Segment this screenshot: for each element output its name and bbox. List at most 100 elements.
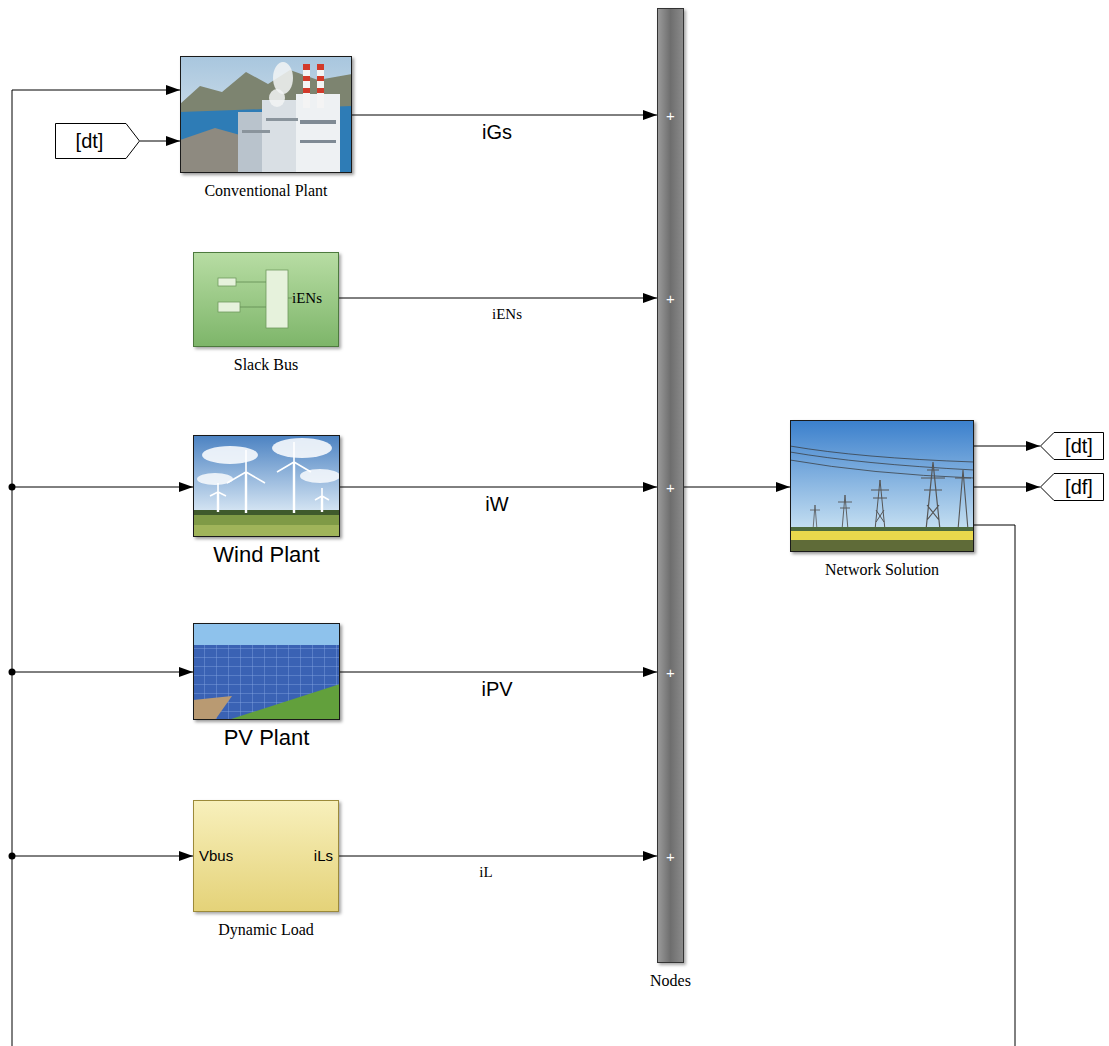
signal-line	[974, 487, 1040, 488]
port-sign: +	[658, 290, 683, 307]
slack-bus-fill	[218, 278, 236, 286]
feedback-wire	[974, 525, 1015, 1046]
block-caption: Nodes	[650, 972, 691, 990]
signal-line	[140, 141, 180, 142]
feedback-wire	[12, 672, 193, 673]
signal-line	[339, 856, 657, 857]
slack-bus-fill	[236, 282, 292, 307]
dynamic-load-fill	[193, 800, 339, 912]
slack-bus-fill	[266, 270, 288, 328]
signal-name: iGs	[482, 121, 512, 144]
pv-plant-picture	[193, 623, 340, 720]
transmission-line-picture	[790, 420, 974, 552]
power-plant-picture	[317, 64, 324, 70]
signal-line	[974, 446, 1040, 447]
port-sign: +	[658, 107, 683, 124]
block-caption: Wind Plant	[213, 542, 319, 567]
slack-bus-fill	[193, 252, 339, 347]
transmission-line-picture	[790, 531, 974, 540]
block-label: iENs	[292, 290, 322, 307]
signal-name: iL	[479, 864, 492, 881]
pv-plant-image-block: PV Plant	[193, 623, 340, 720]
power-plant-picture	[303, 64, 310, 108]
power-plant-picture	[180, 56, 352, 173]
wind-farm-picture	[193, 525, 340, 537]
power-plant-picture	[303, 88, 310, 93]
tag-outline	[56, 124, 140, 159]
feedback-wire	[12, 90, 1015, 1046]
transmission-line-picture	[790, 446, 974, 478]
power-plant-picture	[317, 64, 324, 108]
pv-plant-picture	[193, 696, 232, 720]
tag-outline	[1041, 433, 1104, 460]
feedback-wire	[12, 90, 180, 1046]
wind-plant-image-block: Wind Plant	[193, 435, 340, 537]
power-plant-picture	[317, 76, 324, 81]
block-caption: PV Plant	[224, 725, 310, 750]
network-solution-block: Network Solution	[790, 420, 974, 552]
signal-line	[339, 298, 657, 299]
block-caption: Conventional Plant	[204, 182, 327, 200]
feedback-wire	[12, 856, 193, 857]
transmission-line-picture	[921, 462, 945, 530]
power-plant-picture	[242, 130, 270, 133]
wind-farm-picture	[300, 469, 340, 483]
block-caption: Network Solution	[825, 561, 939, 579]
signal-name: iPV	[481, 678, 512, 701]
transmission-line-picture	[790, 420, 974, 530]
power-plant-picture	[266, 118, 298, 121]
wind-farm-picture	[193, 515, 340, 525]
wind-farm-picture	[202, 446, 258, 464]
wind-farm-picture	[210, 442, 329, 500]
power-plant-picture	[269, 89, 285, 107]
wind-farm-picture	[193, 435, 340, 537]
wire-junction	[9, 669, 16, 676]
plant-image-block: Conventional Plant	[180, 56, 352, 173]
transmission-line-picture	[838, 495, 852, 530]
sum-bus-bar: +++++Nodes	[657, 8, 684, 963]
from-tag: [dt]	[55, 123, 140, 159]
power-plant-picture	[317, 88, 324, 93]
dynamic-load-fill	[193, 800, 339, 912]
wire-junction	[9, 853, 16, 860]
feedback-wire	[12, 487, 193, 488]
wind-farm-picture	[193, 435, 340, 515]
signal-line	[684, 487, 790, 488]
signal-line	[352, 115, 657, 116]
block-caption: Slack Bus	[234, 356, 298, 374]
wind-farm-picture	[193, 510, 340, 515]
transmission-line-picture	[790, 540, 974, 552]
block-label: [df]	[1065, 476, 1093, 499]
power-plant-picture	[300, 140, 336, 143]
wire-junction	[9, 484, 16, 491]
slack-bus-fill	[218, 302, 240, 312]
signal-name: iENs	[492, 306, 522, 323]
pv-plant-picture	[228, 684, 340, 720]
block-label: Vbus	[199, 847, 233, 864]
wind-farm-picture	[272, 438, 332, 458]
transmission-line-picture	[955, 470, 971, 530]
port-sign: +	[658, 848, 683, 865]
slack-bus-fill	[193, 252, 339, 347]
block-label: iLs	[314, 847, 333, 864]
power-plant-picture	[303, 64, 310, 70]
block-label: [dt]	[1065, 435, 1093, 458]
tag-outline	[1041, 474, 1104, 501]
slack-bus-subsystem: iENsSlack Bus	[193, 252, 339, 347]
power-plant-picture	[300, 120, 336, 124]
wire-junction	[9, 484, 16, 860]
transmission-line-picture	[871, 480, 889, 530]
goto-tag: [dt]	[1040, 432, 1104, 460]
signal-line	[340, 672, 657, 673]
signal-line	[340, 487, 657, 488]
power-plant-picture	[180, 128, 240, 173]
pv-plant-picture	[193, 623, 340, 720]
port-sign: +	[658, 479, 683, 496]
signal-name: iW	[485, 493, 508, 516]
transmission-line-picture	[790, 527, 974, 531]
power-plant-picture	[180, 56, 352, 173]
power-plant-picture	[303, 76, 310, 81]
dynamic-load-subsystem: VbusiLsDynamic Load	[193, 800, 339, 912]
block-caption: Dynamic Load	[218, 921, 314, 939]
